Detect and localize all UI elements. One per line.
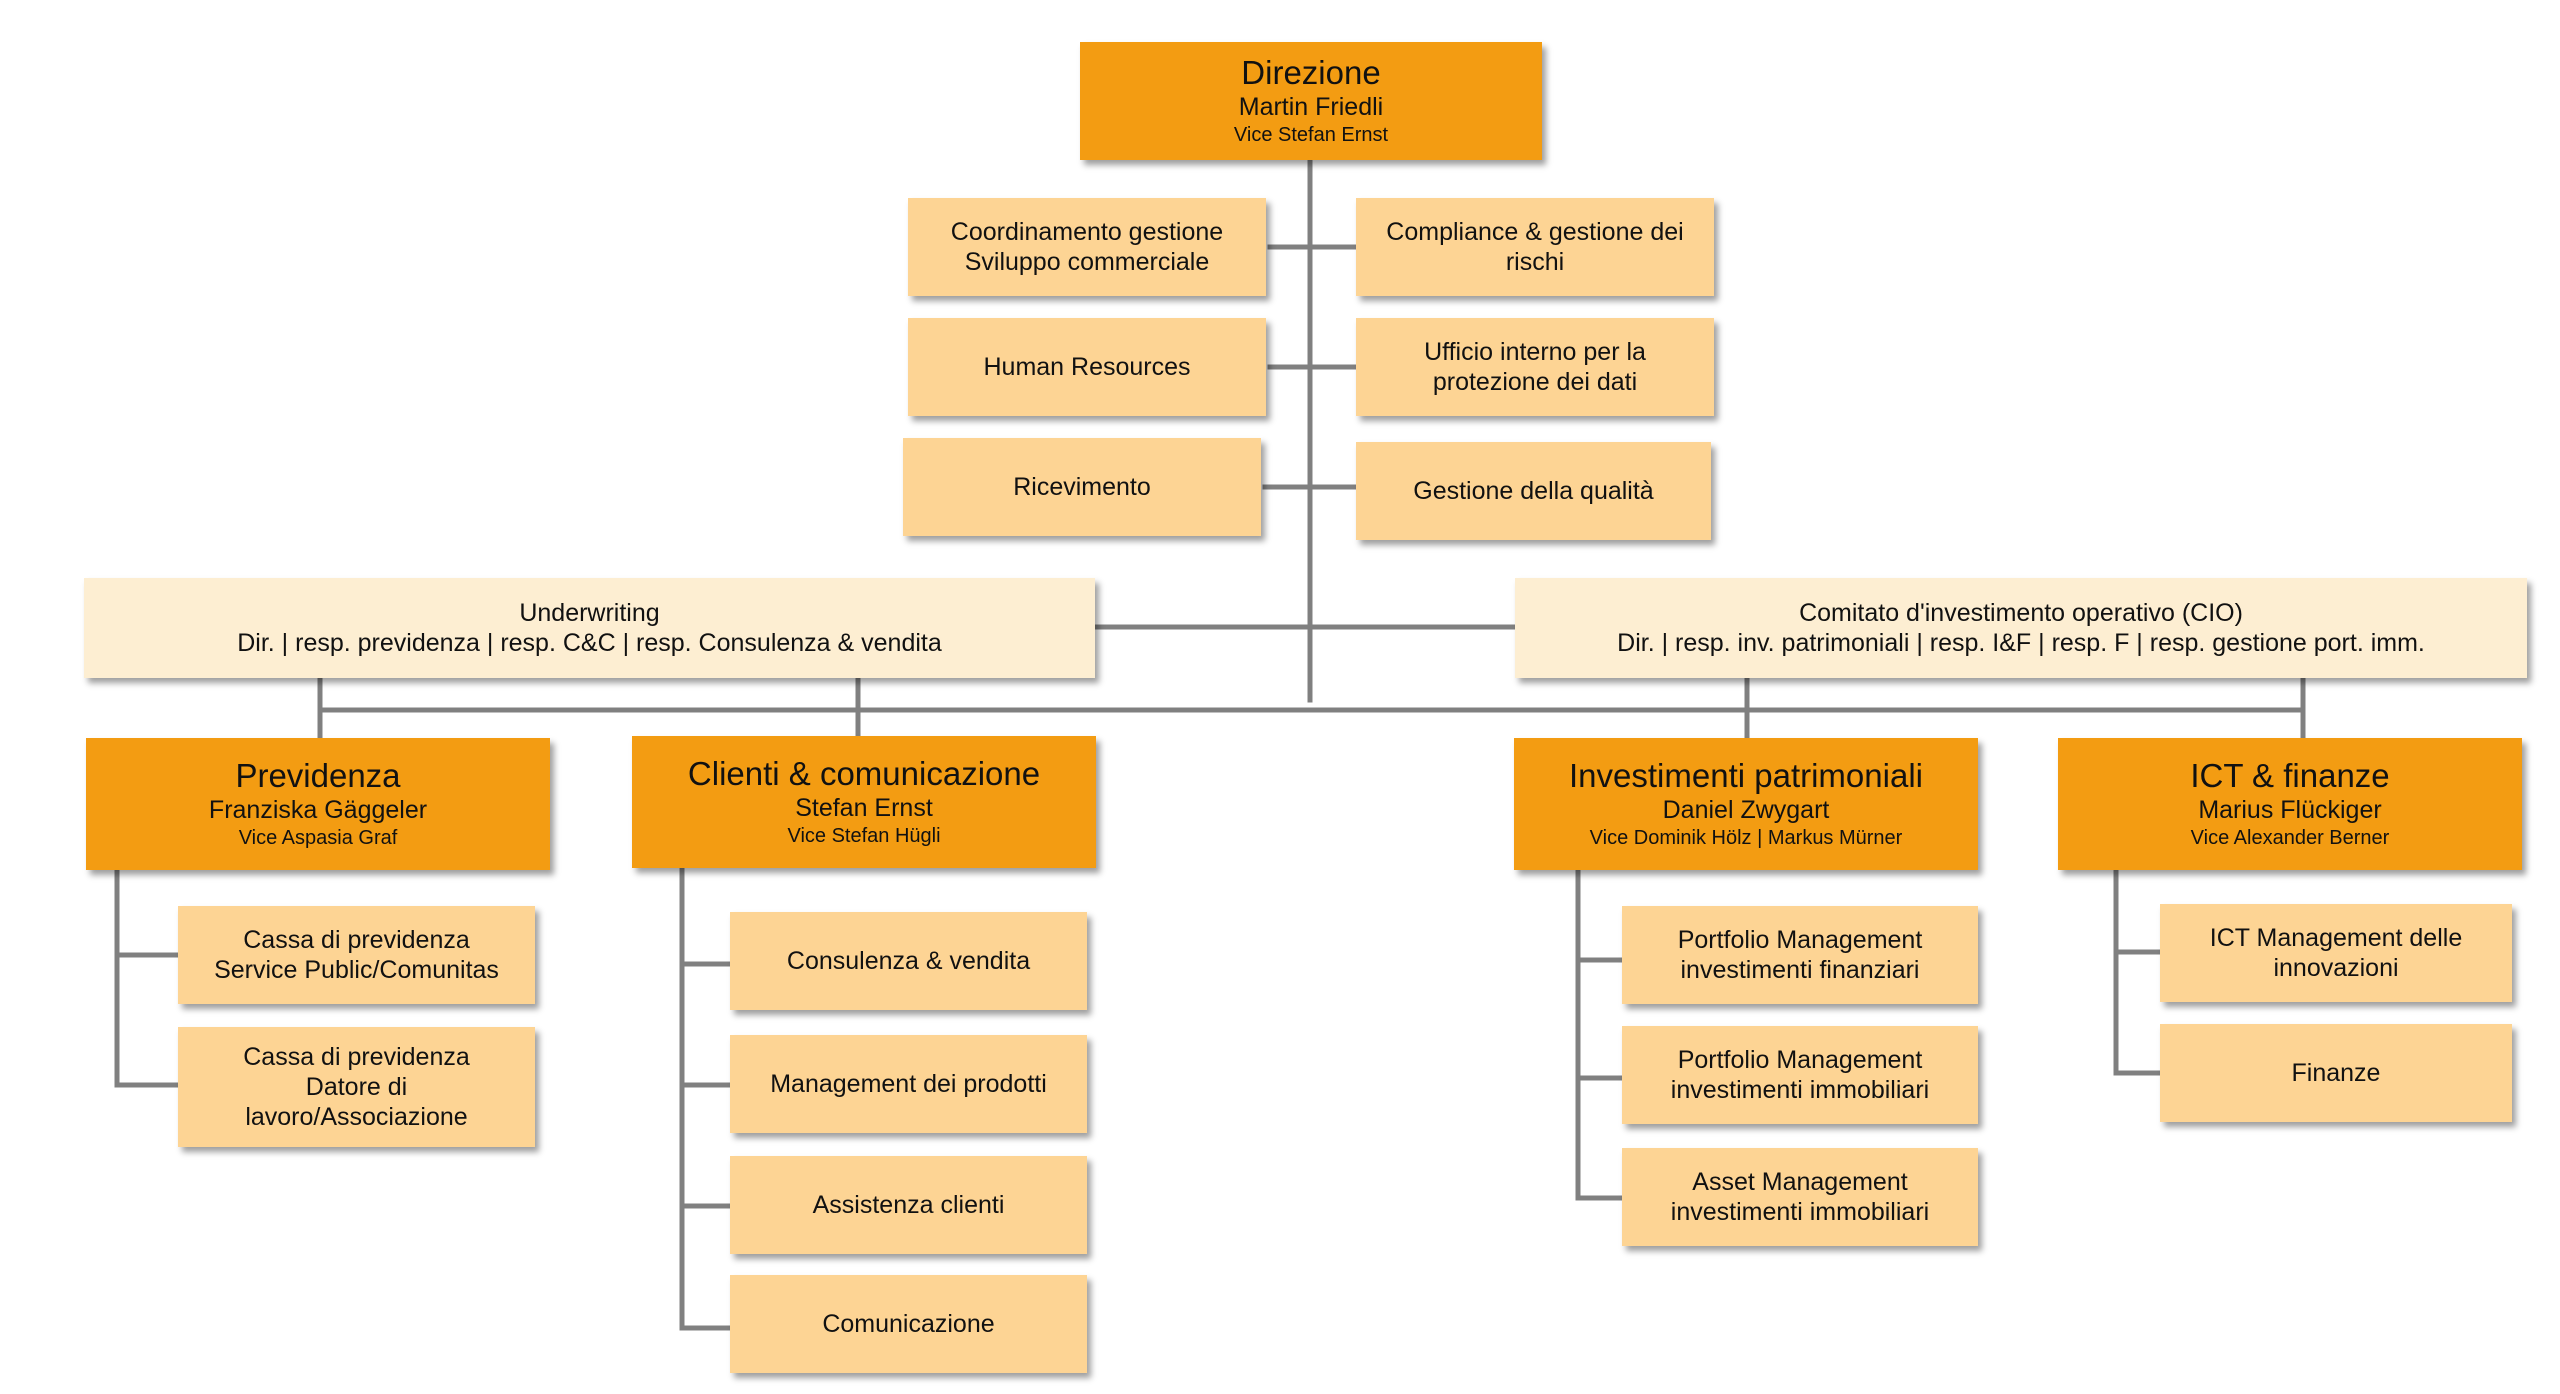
staff-box-protezione-dati: Ufficio interno per la protezione dei da…	[1356, 318, 1714, 416]
staff-label: Ufficio interno per la protezione dei da…	[1424, 338, 1646, 396]
department-investimenti-patrimoniali: Investimenti patrimoniali Daniel Zwygart…	[1514, 738, 1978, 870]
cio-members: Dir. | resp. inv. patrimoniali | resp. I…	[1617, 629, 2425, 657]
unit-am-immobiliari: Asset Management investimenti immobiliar…	[1622, 1148, 1978, 1246]
committee-underwriting: Underwriting Dir. | resp. previdenza | r…	[84, 578, 1095, 678]
department-title: Clienti & comunicazione	[687, 755, 1041, 792]
staff-box-coordinamento: Coordinamento gestione Sviluppo commerci…	[908, 198, 1266, 296]
unit-label: Asset Management investimenti immobiliar…	[1670, 1168, 1930, 1226]
department-previdenza: Previdenza Franziska Gäggeler Vice Aspas…	[86, 738, 550, 870]
unit-assistenza-clienti: Assistenza clienti	[730, 1156, 1087, 1254]
staff-label: Coordinamento gestione Sviluppo commerci…	[950, 218, 1224, 276]
cio-title: Comitato d'investimento operativo (CIO)	[1799, 599, 2243, 627]
unit-consulenza-vendita: Consulenza & vendita	[730, 912, 1087, 1010]
underwriting-title: Underwriting	[519, 599, 660, 627]
unit-label: Portfolio Management investimenti finanz…	[1677, 926, 1923, 984]
unit-label: Assistenza clienti	[812, 1191, 1005, 1219]
unit-label: Management dei prodotti	[770, 1070, 1047, 1098]
unit-label: Comunicazione	[822, 1310, 995, 1338]
unit-cassa-datore-lavoro: Cassa di previdenza Datore di lavoro/Ass…	[178, 1027, 535, 1147]
underwriting-members: Dir. | resp. previdenza | resp. C&C | re…	[237, 629, 942, 657]
unit-label: Finanze	[2291, 1059, 2381, 1087]
department-ict-finanze: ICT & finanze Marius Flückiger Vice Alex…	[2058, 738, 2522, 870]
department-clienti-comunicazione: Clienti & comunicazione Stefan Ernst Vic…	[632, 736, 1096, 868]
unit-finanze: Finanze	[2160, 1024, 2512, 1122]
unit-pm-immobiliari: Portfolio Management investimenti immobi…	[1622, 1026, 1978, 1124]
unit-label: Cassa di previdenza Service Public/Comun…	[214, 926, 499, 984]
department-vice: Vice Dominik Hölz | Markus Mürner	[1589, 827, 1903, 849]
committee-cio: Comitato d'investimento operativo (CIO) …	[1515, 578, 2527, 678]
department-title: Previdenza	[235, 757, 401, 794]
direzione-person: Martin Friedli	[1238, 93, 1384, 121]
staff-box-compliance: Compliance & gestione dei rischi	[1356, 198, 1714, 296]
staff-label: Ricevimento	[1013, 473, 1151, 501]
unit-cassa-service-public: Cassa di previdenza Service Public/Comun…	[178, 906, 535, 1004]
staff-label: Gestione della qualità	[1413, 477, 1654, 505]
unit-ict-innovazioni: ICT Management delle innovazioni	[2160, 904, 2512, 1002]
department-vice: Vice Alexander Berner	[2190, 827, 2390, 849]
staff-label: Compliance & gestione dei rischi	[1386, 218, 1684, 276]
unit-label: ICT Management delle innovazioni	[2209, 924, 2463, 982]
department-person: Stefan Ernst	[795, 794, 933, 822]
department-vice: Vice Stefan Hügli	[787, 825, 941, 847]
unit-label: Cassa di previdenza Datore di lavoro/Ass…	[243, 1043, 470, 1131]
staff-label: Human Resources	[983, 353, 1191, 381]
department-vice: Vice Aspasia Graf	[238, 827, 398, 849]
unit-management-prodotti: Management dei prodotti	[730, 1035, 1087, 1133]
department-title: Investimenti patrimoniali	[1569, 757, 1923, 794]
unit-pm-finanziari: Portfolio Management investimenti finanz…	[1622, 906, 1978, 1004]
department-person: Daniel Zwygart	[1662, 796, 1830, 824]
direzione-box: Direzione Martin Friedli Vice Stefan Ern…	[1080, 42, 1542, 160]
direzione-vice: Vice Stefan Ernst	[1233, 124, 1389, 146]
unit-label: Consulenza & vendita	[786, 947, 1031, 975]
staff-box-qualita: Gestione della qualità	[1356, 442, 1711, 540]
direzione-title: Direzione	[1241, 54, 1381, 91]
department-title: ICT & finanze	[2190, 757, 2390, 794]
unit-label: Portfolio Management investimenti immobi…	[1670, 1046, 1930, 1104]
department-person: Marius Flückiger	[2198, 796, 2382, 824]
staff-box-ricevimento: Ricevimento	[903, 438, 1261, 536]
department-person: Franziska Gäggeler	[208, 796, 428, 824]
staff-box-human-resources: Human Resources	[908, 318, 1266, 416]
unit-comunicazione: Comunicazione	[730, 1275, 1087, 1373]
